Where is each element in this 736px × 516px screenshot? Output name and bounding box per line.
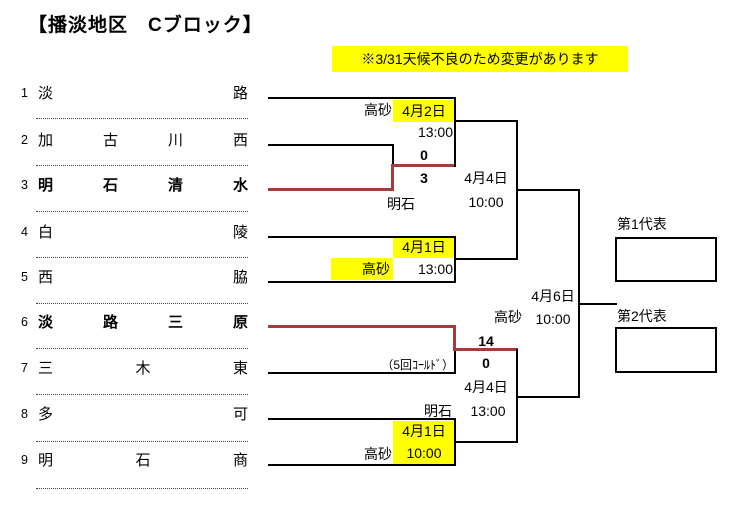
- final-venue: 高砂: [494, 309, 522, 325]
- match8v9-venue: 高砂: [364, 446, 392, 462]
- round2-top-venue: 高砂: [364, 102, 392, 118]
- team-name-1: 淡路: [38, 85, 248, 102]
- round2-top-time: 13:00: [417, 124, 453, 140]
- match2v3-winner-line: [391, 164, 455, 167]
- semi-top-date: 4月4日: [464, 170, 508, 186]
- row-divider: [36, 165, 248, 166]
- team2-line: [268, 144, 393, 146]
- match6v7-vertical: [454, 350, 456, 374]
- row-divider: [36, 257, 248, 258]
- round2-top-out-line: [454, 120, 518, 122]
- match6v7-called-game-note: （5回ｺｰﾙﾄﾞ）: [381, 358, 454, 372]
- highlight-venue-match4v5: 高砂: [331, 258, 393, 280]
- team1-line: [268, 97, 455, 99]
- highlight-date-round2-top: 4月2日: [393, 100, 455, 122]
- seed-9: 9: [21, 453, 28, 467]
- match2v3-score-bottom: 3: [420, 170, 428, 186]
- weather-notice: ※3/31天候不良のため変更があります: [332, 46, 628, 72]
- team6-line-winner: [268, 325, 456, 328]
- match2v3-vertical-winner: [391, 164, 394, 191]
- match6v7-score-bottom: 0: [482, 355, 490, 371]
- team-name-6: 淡路三原: [38, 314, 248, 331]
- match2v3-score-top: 0: [420, 147, 428, 163]
- highlight-date-match4v5: 4月1日: [393, 237, 455, 258]
- semi-bottom-time: 13:00: [470, 403, 506, 419]
- final-vertical: [578, 189, 580, 398]
- team-name-9: 明石商: [38, 452, 248, 469]
- second-qualifier-box: [615, 327, 717, 373]
- team-name-8: 多可: [38, 406, 248, 423]
- seed-7: 7: [21, 361, 28, 375]
- first-qualifier-label: 第1代表: [617, 216, 667, 232]
- team-name-7: 三木東: [38, 360, 248, 377]
- row-divider: [36, 394, 248, 395]
- seed-2: 2: [21, 133, 28, 147]
- row-divider: [36, 441, 248, 442]
- match6v7-winner-line: [453, 348, 518, 351]
- team4-line: [268, 236, 455, 238]
- row-divider: [36, 118, 248, 119]
- team-name-5: 西脇: [38, 269, 248, 286]
- semi-top-time: 10:00: [468, 194, 504, 210]
- second-qualifier-label: 第2代表: [617, 308, 667, 324]
- seed-1: 1: [21, 86, 28, 100]
- round2-top-vertical: [454, 97, 456, 167]
- match2v3-vertical: [392, 144, 394, 166]
- seed-6: 6: [21, 315, 28, 329]
- team3-line-winner: [268, 188, 394, 191]
- semi-top-venue: 明石: [387, 196, 415, 212]
- row-divider: [36, 303, 248, 304]
- semi-bottom-out-line: [516, 396, 580, 398]
- team-name-2: 加古川西: [38, 132, 248, 149]
- final-out-line: [578, 303, 617, 305]
- team-name-3: 明石清水: [38, 177, 248, 194]
- semi-bottom-date: 4月4日: [464, 379, 508, 395]
- team-name-4: 白陵: [38, 224, 248, 241]
- final-date: 4月6日: [531, 288, 575, 304]
- seed-5: 5: [21, 270, 28, 284]
- match4v5-winner-line: [454, 258, 518, 260]
- match8v9-winner-line: [454, 441, 518, 443]
- team5-line: [268, 281, 455, 283]
- match4v5-time: 13:00: [417, 261, 453, 277]
- seed-4: 4: [21, 225, 28, 239]
- highlight-date-match8v9: 4月1日: [393, 421, 455, 442]
- semi-top-out-line: [516, 189, 580, 191]
- match6v7-vertical-winner: [453, 325, 456, 351]
- seed-3: 3: [21, 178, 28, 192]
- match6v7-score-top: 14: [478, 333, 494, 349]
- team7-line: [268, 372, 455, 374]
- page-title: 【播淡地区 Cブロック】: [28, 15, 263, 36]
- seed-8: 8: [21, 407, 28, 421]
- final-time: 10:00: [535, 311, 571, 327]
- row-divider: [36, 488, 248, 489]
- team9-line: [268, 464, 455, 466]
- team8-line: [268, 418, 455, 420]
- highlight-time-match8v9: 10:00: [393, 442, 455, 464]
- semi-bottom-venue: 明石: [424, 403, 452, 419]
- row-divider: [36, 211, 248, 212]
- first-qualifier-box: [615, 237, 717, 282]
- row-divider: [36, 348, 248, 349]
